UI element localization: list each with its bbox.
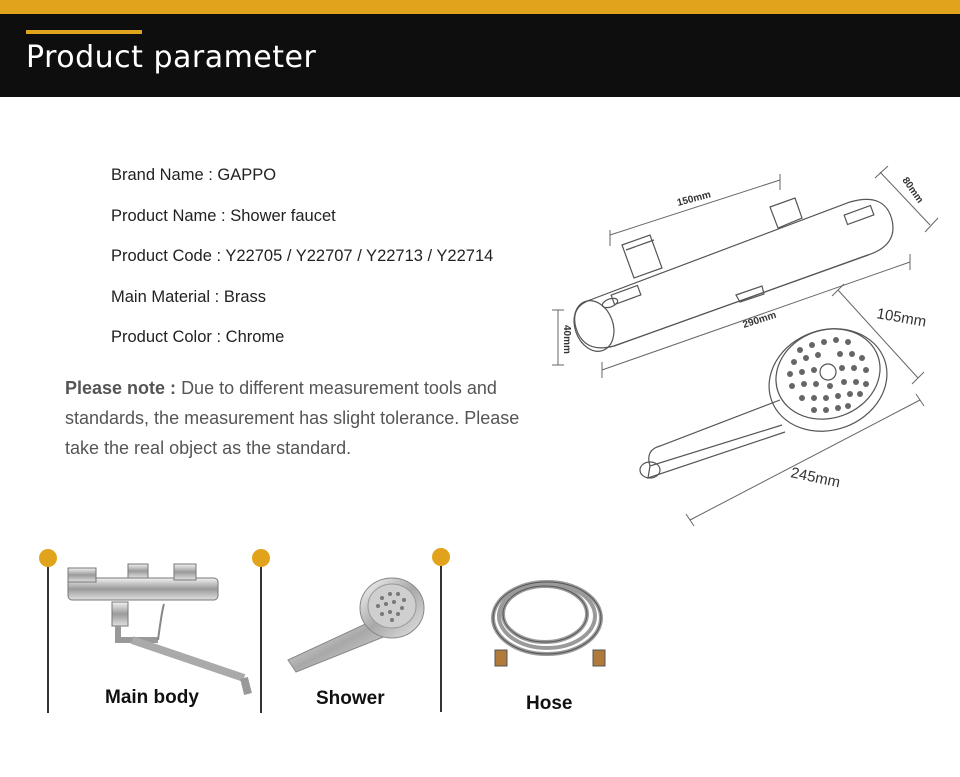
- item-label-hose: Hose: [526, 693, 573, 714]
- dim-faucet-height: 40mm: [561, 325, 572, 354]
- showerhead-drawing: [639, 328, 888, 479]
- showerhead-nozzles: [787, 337, 869, 413]
- title-accent-line: [26, 30, 142, 34]
- item-divider-hose: [440, 566, 442, 712]
- dim-faucet-length: 290mm: [742, 310, 778, 331]
- hose-image: [491, 580, 606, 667]
- item-marker-shower: [252, 549, 270, 567]
- main-body-image: [67, 563, 252, 695]
- item-divider-main-body: [47, 567, 49, 713]
- item-marker-main-body: [39, 549, 57, 567]
- tolerance-note: Please note : Due to different measureme…: [65, 373, 545, 463]
- dim-faucet-top: 150mm: [676, 189, 712, 209]
- param-material: Main Material : Brass: [111, 287, 266, 306]
- item-marker-hose: [432, 548, 450, 566]
- dimension-diagram: 150mm 80mm 290mm 40mm 105mm 245mm: [552, 165, 939, 527]
- param-brand: Brand Name : GAPPO: [111, 166, 277, 184]
- parameter-list: Brand Name : GAPPO Product Name : Shower…: [111, 164, 493, 367]
- item-label-shower: Shower: [316, 688, 385, 709]
- shower-image: [287, 577, 425, 673]
- top-accent-bar: [0, 0, 960, 14]
- note-label: Please note :: [65, 378, 177, 398]
- item-divider-shower: [260, 567, 262, 713]
- dim-head-width: 105mm: [875, 305, 927, 330]
- faucet-dimension-lines: [552, 165, 939, 378]
- faucet-drawing: [573, 197, 894, 352]
- dim-head-length: 245mm: [789, 464, 841, 491]
- note-text: Due to different measurement tools and s…: [65, 378, 520, 458]
- param-product-code: Product Code : Y22705 / Y22707 / Y22713 …: [111, 247, 494, 265]
- header-banner: Product parameter: [0, 14, 960, 97]
- param-color: Product Color : Chrome: [111, 328, 285, 346]
- item-label-main-body: Main body: [105, 687, 199, 708]
- param-product-name: Product Name : Shower faucet: [111, 206, 336, 225]
- dim-faucet-depth: 80mm: [900, 175, 926, 205]
- showerhead-dimension-lines: [685, 283, 925, 527]
- page-title: Product parameter: [26, 40, 317, 75]
